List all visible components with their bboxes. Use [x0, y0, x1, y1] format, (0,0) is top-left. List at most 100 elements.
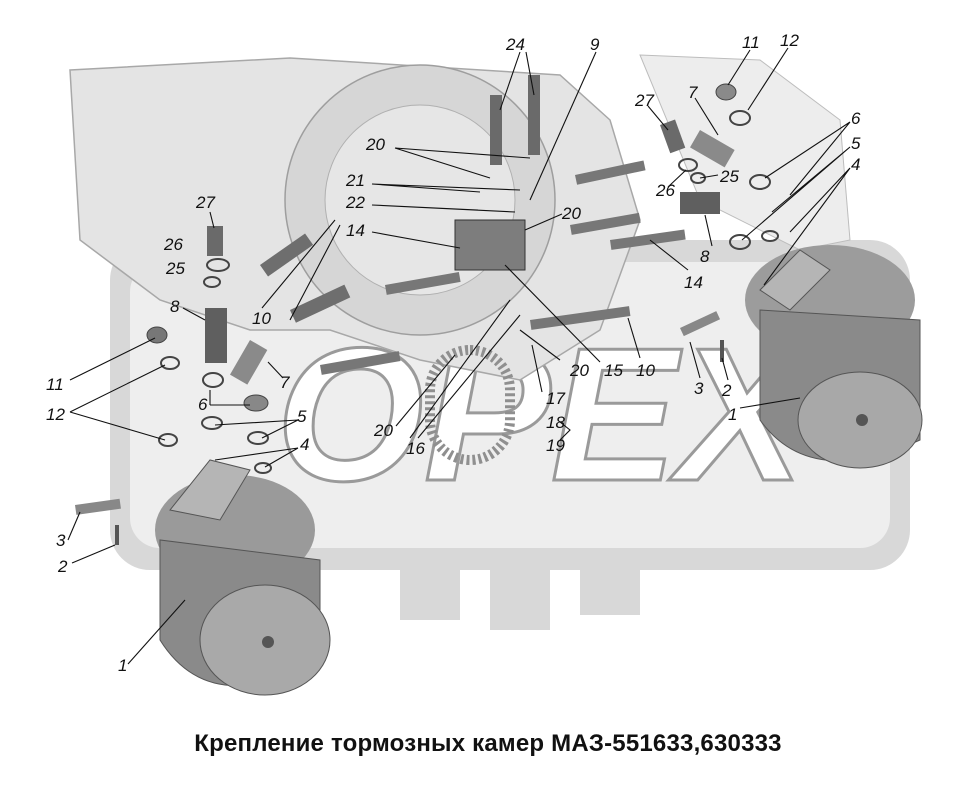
callout-2-left: 2: [57, 557, 68, 576]
washer-5-left: [201, 416, 223, 430]
washer-26-left: [206, 258, 230, 272]
fitting-24-a: [490, 95, 502, 165]
leader-11-left: [69, 337, 156, 381]
brake-chamber-left: [155, 459, 331, 696]
callout-20-mid: 20: [561, 204, 581, 223]
callout-1-right: 1: [728, 405, 737, 424]
leader-11-top: [727, 49, 751, 86]
watermark-gear-tooth-1: [400, 570, 460, 620]
leader-12-top: [747, 47, 789, 111]
washer-25-left: [203, 276, 221, 288]
fittings: [74, 75, 735, 545]
callout-21: 21: [345, 171, 365, 190]
callout-25-left: 25: [165, 259, 185, 278]
leader-25-right: [699, 174, 719, 179]
callout-4-left: 4: [300, 435, 309, 454]
washer-6-right: [749, 174, 771, 190]
watermark-gear-tooth-2: [490, 570, 550, 630]
callout-10-left: 10: [252, 309, 271, 328]
gearbox-housing: [69, 54, 851, 381]
fitting-tube-6: [530, 306, 631, 330]
callout-12-top: 12: [780, 31, 799, 50]
fitting-tube-1: [575, 160, 646, 185]
washer-12-left: [160, 356, 180, 370]
chamber-right-center: [856, 414, 868, 426]
callout-14-right: 14: [684, 273, 703, 292]
callout-1-left: 1: [118, 656, 127, 675]
leader-17: [531, 344, 543, 393]
washer-12-left-b: [158, 433, 178, 447]
gear-ring: [425, 345, 515, 465]
callout-24: 24: [505, 35, 525, 54]
callout-14-left: 14: [346, 221, 365, 240]
leader-24: [499, 51, 535, 111]
leader-20-top: [394, 147, 531, 179]
fitting-7-right: [690, 130, 735, 168]
fitting-7-left: [230, 339, 268, 385]
washer-4-left: [254, 462, 272, 474]
watermark-gear-inner: [130, 262, 890, 548]
callout-15: 15: [604, 361, 623, 380]
leader-22: [371, 204, 516, 213]
figure-caption: Крепление тормозных камер МАЗ-551633,630…: [194, 730, 782, 757]
callout-12-left: 12: [46, 405, 65, 424]
washer-25-right: [690, 172, 706, 184]
callout-4-right: 4: [851, 155, 860, 174]
callout-27-left: 27: [195, 193, 215, 212]
callout-17: 17: [546, 389, 565, 408]
fitting-27-left: [207, 226, 223, 256]
callout-5-right: 5: [851, 134, 861, 153]
callout-27-right: 27: [634, 91, 654, 110]
fitting-10-left: [260, 233, 314, 277]
callout-20-low: 20: [569, 361, 589, 380]
leader-3-left: [67, 511, 81, 541]
callout-25-right: 25: [719, 167, 739, 186]
leader-20-low: [519, 329, 561, 361]
leader-3-right: [689, 341, 701, 379]
leader-27-left: [209, 211, 215, 229]
leader-12-left: [69, 364, 166, 441]
washer-6-left: [202, 372, 224, 388]
callout-3-left: 3: [56, 531, 66, 550]
leader-4-left: [214, 447, 299, 468]
leader-14-left: [371, 231, 461, 249]
fitting-8-left: [205, 308, 227, 363]
callout-16: 16: [406, 439, 425, 458]
callout-3-right: 3: [694, 379, 704, 398]
callout-26-left: 26: [163, 235, 183, 254]
callout-2-right: 2: [721, 381, 732, 400]
callout-22: 22: [345, 193, 365, 212]
washer-5-right: [729, 234, 751, 250]
callout-18: 18: [546, 413, 565, 432]
callout-20-top: 20: [365, 135, 385, 154]
leader-8-left: [182, 307, 206, 321]
leader-26-right: [667, 169, 687, 188]
exploded-assembly-diagram: ОРЕХ: [46, 31, 923, 696]
leader-2-right: [721, 357, 729, 381]
chamber-right-bracket: [759, 249, 831, 311]
leader-27-right: [647, 105, 669, 131]
leader-1-left: [127, 599, 186, 665]
leader-1-right: [739, 397, 801, 409]
chamber-left-center: [262, 636, 274, 648]
washer-12-right: [729, 110, 751, 126]
fitting-8-right: [680, 192, 720, 214]
pin-2-right: [720, 340, 724, 362]
leader-5-right: [741, 146, 851, 241]
leader-lines: [67, 47, 851, 665]
callout-8-left: 8: [170, 297, 180, 316]
bolt-3-right: [680, 311, 721, 337]
bolt-3-left: [74, 498, 121, 515]
fitting-24-b: [528, 75, 540, 155]
washers: [146, 83, 779, 474]
fitting-tube-2: [570, 212, 641, 235]
fitting-tube-3: [610, 229, 686, 250]
callout-7-left: 7: [280, 373, 290, 392]
leader-16: [409, 299, 521, 439]
valve-block: [454, 219, 526, 271]
callout-11-top: 11: [742, 33, 760, 52]
leader-4-right: [763, 167, 851, 286]
fitting-tube-4: [385, 271, 461, 295]
leader-20-mid: [524, 213, 563, 231]
callout-26-right: 26: [655, 181, 675, 200]
